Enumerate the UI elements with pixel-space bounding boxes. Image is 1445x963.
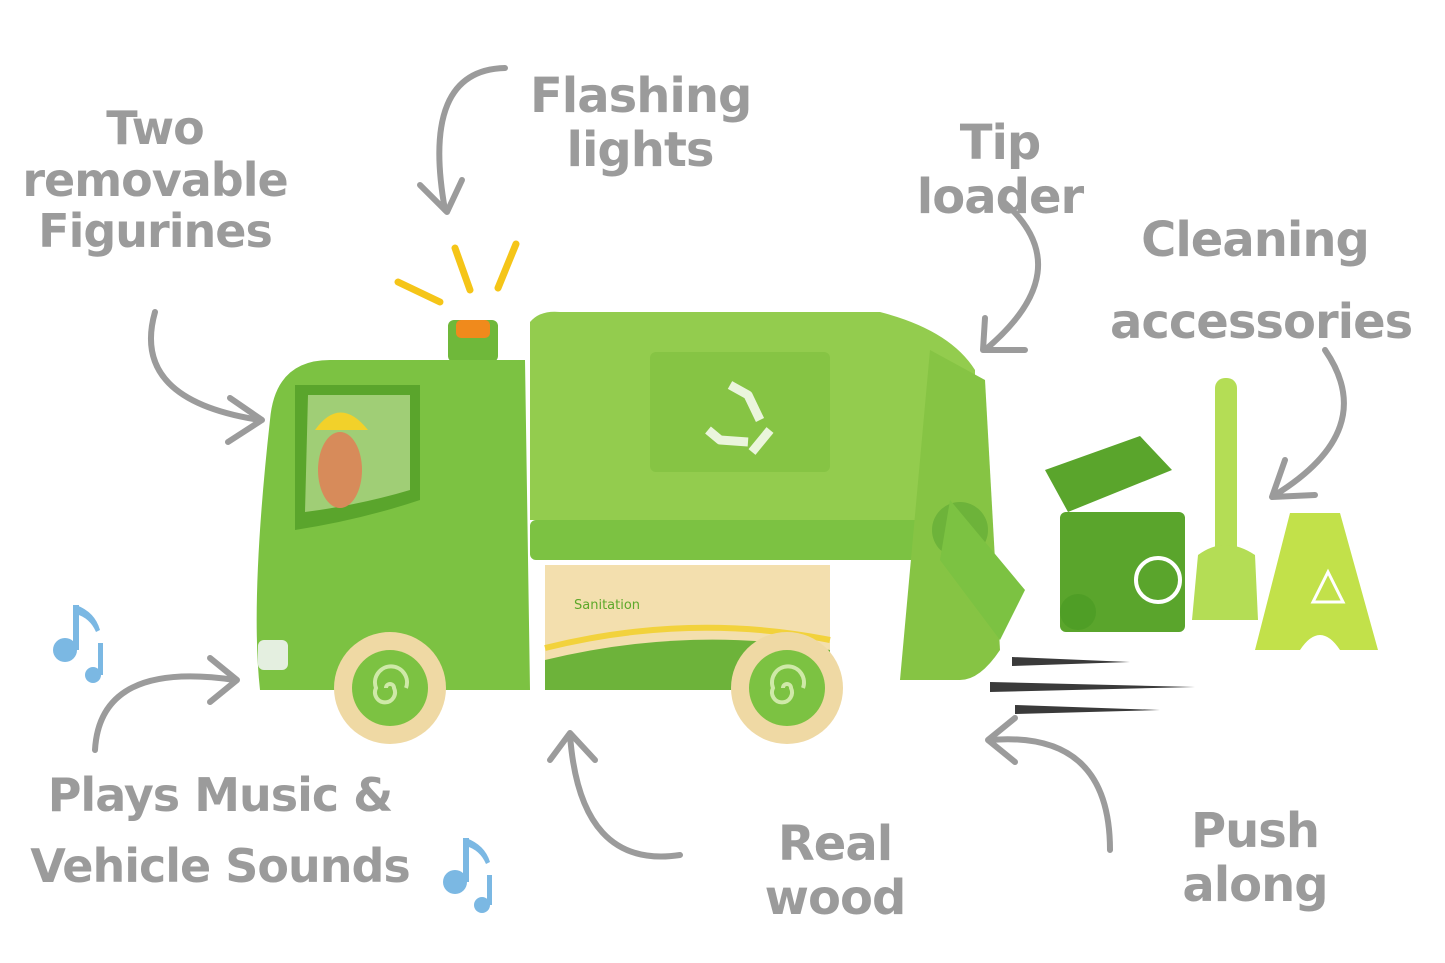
music-note-icon bbox=[53, 605, 103, 683]
callout-push-along: Push along bbox=[1182, 803, 1328, 913]
arrow-figurines-icon bbox=[148, 309, 263, 423]
recycle-icon bbox=[705, 381, 774, 455]
rear-wheel bbox=[731, 632, 843, 744]
callout-real-wood: Real wood bbox=[764, 816, 907, 926]
arrow-tip-loader-icon bbox=[982, 200, 1041, 353]
recycling-bin bbox=[1045, 436, 1185, 632]
arrow-cleaning-icon bbox=[1272, 347, 1347, 498]
arrow-push-along-icon bbox=[987, 736, 1113, 853]
light-rays-icon bbox=[394, 240, 520, 306]
broom bbox=[1192, 378, 1258, 620]
callout-figurines: Two removable Figurines bbox=[22, 101, 288, 259]
truck-side-text: Sanitation bbox=[574, 598, 641, 613]
music-note-icon-2 bbox=[443, 838, 492, 913]
front-wheel bbox=[334, 632, 446, 744]
callout-arrows bbox=[92, 65, 1347, 860]
arrow-real-wood-icon bbox=[567, 732, 683, 860]
figurine bbox=[318, 432, 362, 508]
callout-music: Plays Music & Vehicle Sounds bbox=[30, 768, 411, 894]
arrow-flashing-icon bbox=[436, 65, 508, 213]
callout-tip-loader: Tip loader bbox=[916, 115, 1084, 225]
wet-floor-sign bbox=[1255, 513, 1378, 650]
callout-flashing-lights: Flashing lights bbox=[530, 68, 752, 178]
speed-lines-icon bbox=[990, 657, 1195, 714]
callout-cleaning-accessories: Cleaning accessories bbox=[1110, 212, 1413, 350]
arrow-music-icon bbox=[92, 673, 238, 753]
